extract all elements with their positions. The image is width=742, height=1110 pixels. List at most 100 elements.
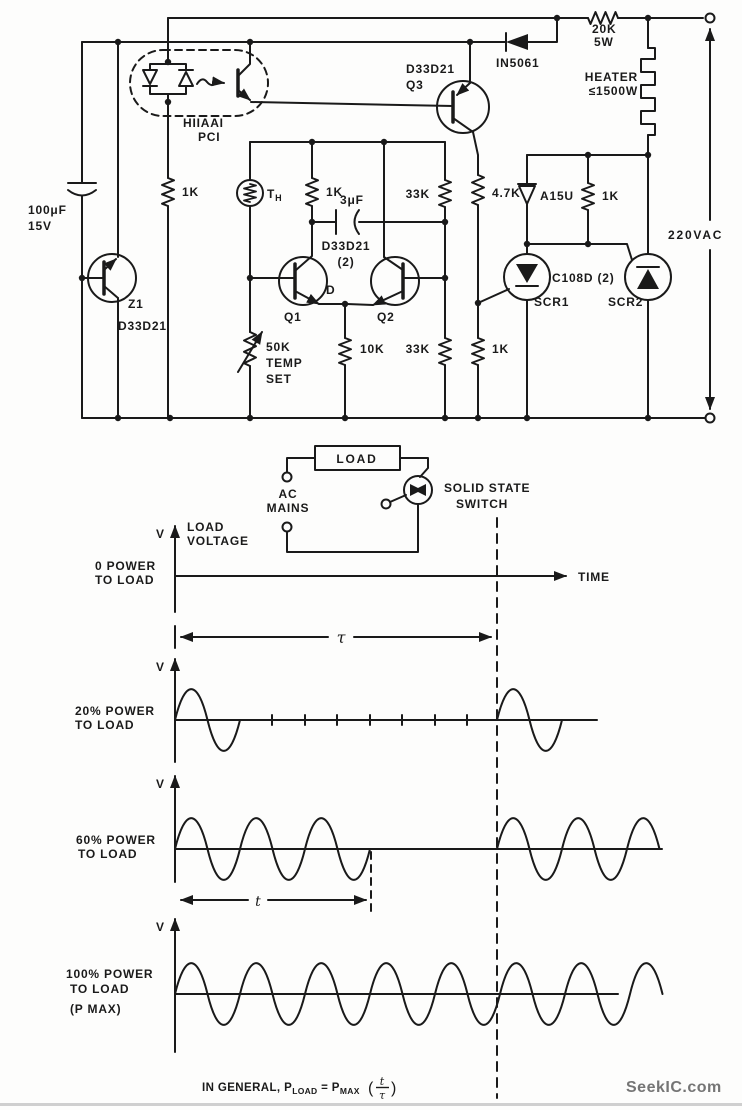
pair-part-label: D33D21 [322,239,371,253]
resistor-1k-gate-label: 1K [492,342,509,356]
waveform-20-power: V 20% POWER TO LOAD [75,658,598,763]
formula-tau: τ [379,1089,386,1102]
half-cycle-ticks [271,714,468,726]
row3-label-2: TO LOAD [70,982,129,996]
q3-transistor: D33D21 Q3 [406,62,490,134]
watermark: SeekIC.com [626,1079,722,1096]
scr-part-label: C108D (2) [552,271,615,285]
triac-symbol [403,475,433,505]
switch-label-1: SOLID STATE [444,481,530,495]
time-axis-label: TIME [578,570,610,584]
pot-set-label: SET [266,372,292,386]
v-axis-label-100: V [156,920,165,934]
ylabel-voltage: VOLTAGE [187,534,249,548]
resistor-33k-upper [438,179,452,208]
filter-capacitor: 100μF 15V [28,182,97,233]
resistor-1k-bridge-label: 1K [326,185,343,199]
dropper-resistor: 20K 5W [587,11,619,49]
power-formula: IN GENERAL, PLOAD = PMAX ( t τ ) [202,1075,396,1102]
z1-part-label: D33D21 [118,319,167,333]
q1-transistor: Q1 D [249,221,346,324]
gate-terminal [380,498,392,510]
waveform-100-power: V 100% POWER TO LOAD (P MAX) [66,918,664,1053]
led-diode-up [178,71,194,87]
scr2: SCR2 [608,253,672,309]
d-point-label: D [326,283,335,297]
mains-label: MAINS [267,501,310,515]
pot-value-label: 50K [266,340,290,354]
tau-label: τ [337,628,347,647]
scr1-label: SCR1 [534,295,569,309]
ac-label: AC [279,487,298,501]
supply-terminal-top [704,12,716,24]
v-axis-label-60: V [156,777,165,791]
heater-element: HEATER ≤1500W [585,47,656,136]
row0-label-2: TO LOAD [95,573,154,587]
formula-open-paren: ( [368,1080,374,1097]
rectifier-diode-label: IN5061 [496,56,540,70]
scan-edge [0,1103,742,1106]
sine-100-continuous [174,962,664,1026]
z1-transistor: Z1 D33D21 [81,253,167,333]
pair-qty-label: (2) [337,255,354,269]
resistor-33k-lower [438,337,452,366]
resistor-10k [338,337,352,366]
load-demo: LOAD AC MAINS SOLID STATE SWITCH [267,445,530,553]
mains-terminal-bottom [281,521,293,533]
row1-label-1: 20% POWER [75,704,155,718]
resistor-10k-label: 10K [360,342,384,356]
resistor-1k-gate [471,337,485,366]
junction-dots [78,14,652,422]
sine-burst-1 [174,688,241,752]
q1-label: Q1 [284,310,302,324]
resistor-47k [471,174,485,206]
resistor-1k-opto-label: 1K [182,185,199,199]
filter-cap-voltage: 15V [28,219,52,233]
circuit-wires [81,17,715,419]
row3-label-1: 100% POWER [66,967,153,981]
scr2-label: SCR2 [608,295,643,309]
thermistor-label: TH [267,187,282,203]
feedback-cap-label: 3μF [340,193,364,207]
scr1: C108D (2) SCR1 [503,253,615,309]
supply-voltage-label: 220VAC [668,228,723,242]
row2-label-2: TO LOAD [78,847,137,861]
resistor-1k-opto [161,177,175,207]
sine-60-resume [496,817,661,881]
waveform-60-power: V t 60% POWER TO LOAD [76,775,663,917]
resistor-47k-label: 4.7K [492,186,521,200]
dropper-watts-label: 5W [594,35,614,49]
t-label: t [255,894,261,910]
heater-label: HEATER [585,70,638,84]
q3-ref-label: Q3 [406,78,424,92]
row2-label-1: 60% POWER [76,833,156,847]
resistor-1k-trig [581,182,595,211]
sine-60-on [174,817,371,881]
row0-label-1: 0 POWER [95,559,156,573]
optocoupler: HIIAAI PCI [129,41,269,144]
trigger-diode-label: A15U [540,189,574,203]
formula-t: t [380,1075,385,1088]
q2-transistor: Q2 [346,256,446,324]
led-diode-down [142,69,158,85]
row1-label-2: TO LOAD [75,718,134,732]
load-label: LOAD [336,452,377,466]
q2-label: Q2 [377,310,395,324]
dropper-value-label: 20K [592,22,616,36]
phototransistor-emitter [237,88,251,101]
resistor-1k-trig-label: 1K [602,189,619,203]
supply-terminal-bottom [704,412,716,424]
resistor-1k-bridge [305,177,319,207]
waveform-0-power: V LOAD VOLTAGE TIME 0 POWER TO LOAD τ [95,520,610,649]
temp-set-pot: 50K TEMP SET [237,331,303,386]
filter-cap-value: 100μF [28,203,67,217]
mains-terminal-top [281,471,293,483]
q3-part-label: D33D21 [406,62,455,76]
resistor-33k-lower-label: 33K [406,342,430,356]
opto-part-label: HIIAAI [183,116,224,130]
pot-temp-label: TEMP [266,356,303,370]
z1-ref-label: Z1 [128,297,144,311]
formula-text: IN GENERAL, PLOAD = PMAX [202,1082,360,1096]
